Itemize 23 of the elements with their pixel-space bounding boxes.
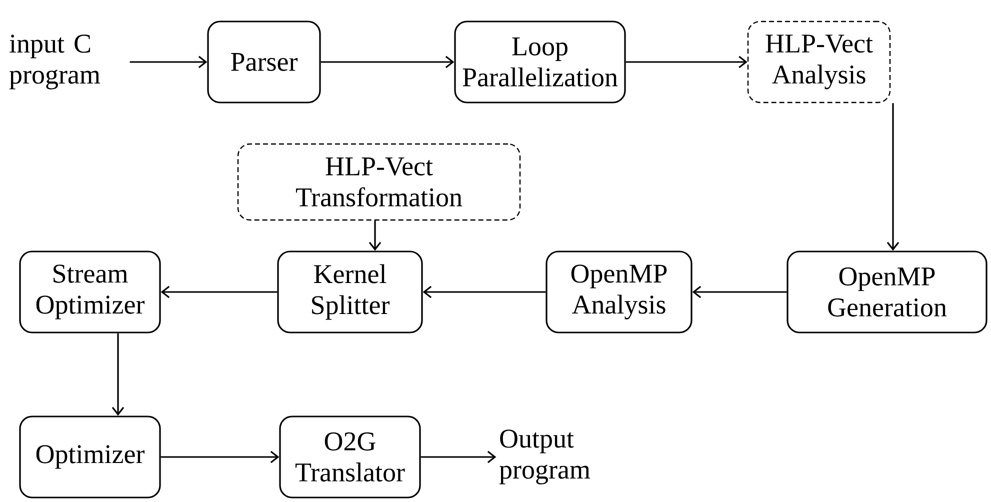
arrow [422,286,546,298]
process-box: Parser [207,20,321,104]
arrow [160,450,280,464]
arrow [368,220,382,251]
text-label: Output program [499,430,590,484]
process-box: HLP-Vect Transformation [237,143,521,221]
process-box: OpenMP Analysis [546,250,692,334]
process-box: Stream Optimizer [19,250,161,334]
arrow [886,103,900,251]
process-box: OpenMP Generation [786,250,988,334]
text-label: input C program [9,34,100,90]
arrow [160,286,278,298]
process-box: Kernel Splitter [277,250,423,334]
process-box: Optimizer [19,416,161,498]
arrow [626,56,748,68]
arrow [420,450,496,464]
arrow [112,333,124,416]
process-box: HLP-Vect Analysis [747,20,891,104]
arrow [692,286,787,298]
process-box: Loop Parallelization [454,20,626,104]
arrow [130,56,208,68]
process-box: O2G Translator [279,416,421,498]
arrow [320,56,454,68]
